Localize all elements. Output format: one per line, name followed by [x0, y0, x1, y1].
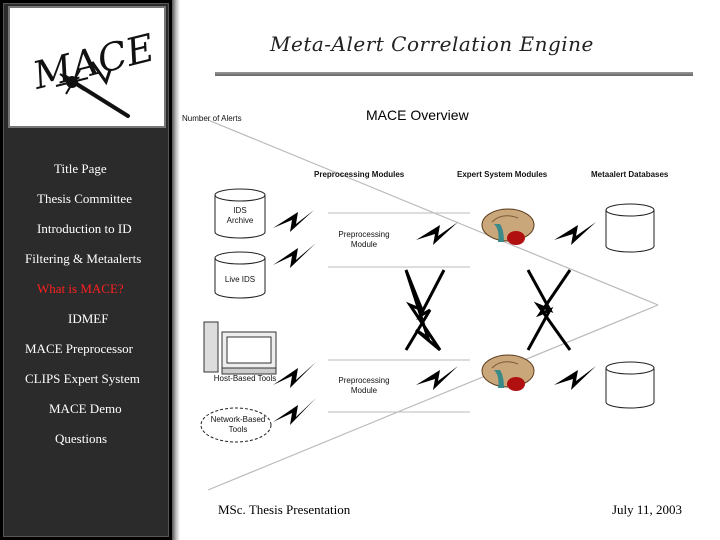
- mace-logo: MACE: [8, 6, 166, 128]
- ids-archive-icon: IDS Archive: [214, 188, 266, 239]
- nav-item-idmef[interactable]: IDMEF: [68, 311, 109, 326]
- brain-icon-bottom: [481, 354, 535, 391]
- footer-presentation: MSc. Thesis Presentation: [218, 502, 351, 517]
- nav-item-filtering[interactable]: Filtering & Metaalerts: [25, 251, 142, 266]
- live-ids-label: Live IDS: [225, 275, 255, 284]
- database-icon-top: [605, 203, 655, 253]
- computer-icon: Host-Based Tools: [203, 321, 277, 383]
- nav-item-questions[interactable]: Questions: [55, 431, 107, 446]
- header-preprocessing: Preprocessing Modules: [314, 170, 405, 179]
- nav-item-mace-demo[interactable]: MACE Demo: [49, 401, 122, 416]
- sidebar: MACE Title Page Thesis Committee Introdu…: [0, 0, 172, 540]
- title-divider: [215, 72, 693, 76]
- brain-icon-top: [481, 208, 535, 245]
- cloud-icon: Network-Based Tools: [200, 407, 272, 443]
- sidebar-shadow: [172, 0, 180, 540]
- ids-archive-label-2: Archive: [227, 216, 254, 225]
- host-based-label: Host-Based Tools: [214, 374, 277, 383]
- footer-date: July 11, 2003: [612, 502, 682, 517]
- nav-item-thesis-committee[interactable]: Thesis Committee: [37, 191, 132, 206]
- nav-item-mace-preprocessor[interactable]: MACE Preprocessor: [25, 341, 133, 356]
- funnel-bottom-line: [207, 304, 659, 491]
- nav-item-title-page[interactable]: Title Page: [54, 161, 107, 176]
- ids-archive-label-1: IDS: [233, 206, 246, 215]
- nav-item-what-is-mace[interactable]: What is MACE?: [37, 281, 124, 296]
- module-label-top-2: Module: [351, 240, 378, 249]
- header-databases: Metaalert Databases: [591, 170, 669, 179]
- nav-item-clips-expert-system[interactable]: CLIPS Expert System: [25, 371, 140, 386]
- axis-label: Number of Alerts: [182, 114, 242, 123]
- network-based-label-2: Tools: [229, 425, 248, 434]
- module-label-bottom-2: Module: [351, 386, 378, 395]
- module-label-bottom-1: Preprocessing: [338, 376, 389, 385]
- lightning-bolts: [273, 210, 596, 425]
- live-ids-icon: Live IDS: [214, 251, 266, 299]
- network-based-label-1: Network-Based: [211, 415, 266, 424]
- diagram-title: MACE Overview: [366, 107, 469, 123]
- header-expert: Expert System Modules: [457, 170, 548, 179]
- nav-item-introduction[interactable]: Introduction to ID: [37, 221, 132, 236]
- database-icon-bottom: [605, 361, 655, 409]
- mace-overview-diagram: Number of Alerts Preprocessing Modules E…: [182, 114, 669, 491]
- module-label-top-1: Preprocessing: [338, 230, 389, 239]
- page-title: Meta-Alert Correlation Engine: [270, 32, 594, 56]
